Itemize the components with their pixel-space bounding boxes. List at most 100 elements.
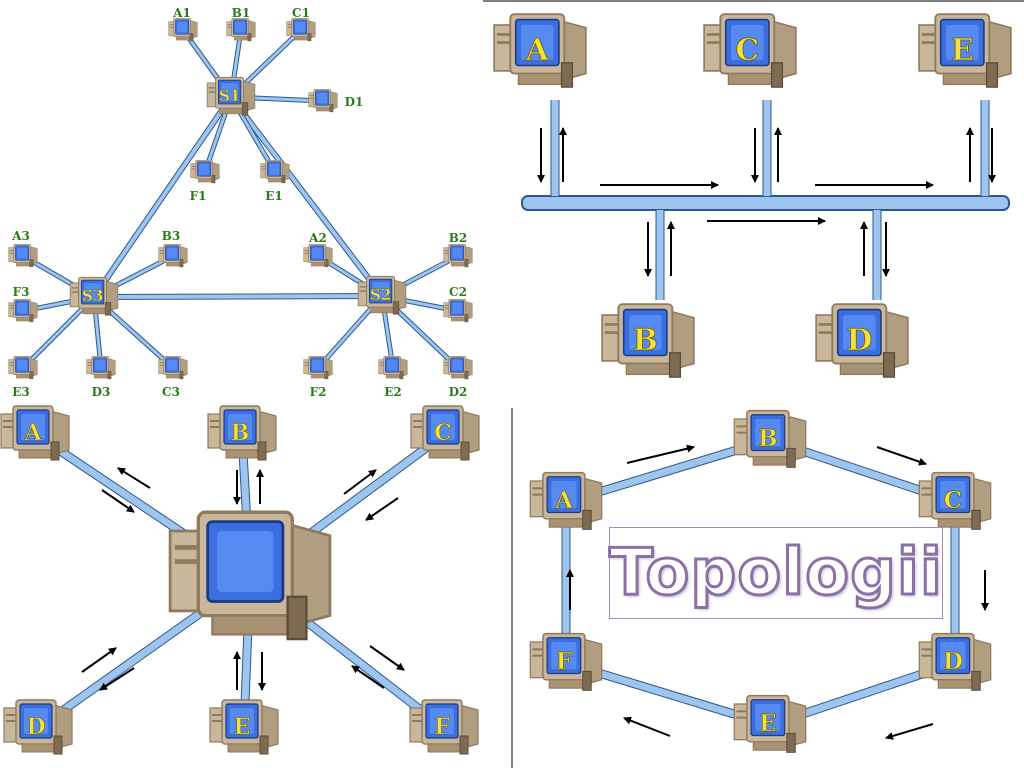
label-E2: E2 [384,385,402,399]
ring-letter-A: A [554,487,574,514]
arrow-star-D-in [81,647,117,673]
ring-letter-E: E [759,710,777,737]
label-C3: C3 [162,385,180,399]
ring-letter-F: F [556,648,573,675]
label-B2: B2 [449,231,468,245]
label-B3: B3 [162,229,181,243]
arrow-star-D-out [99,667,135,691]
ring-computer-A: A [529,471,603,530]
arrow-ring-E-F [623,716,671,737]
tree-client-F1 [190,159,220,184]
arrow-star-A-in [117,467,151,489]
label-E3: E3 [12,385,30,399]
ring-computer-F: F [529,632,603,691]
tree-client-F2 [303,355,333,380]
bus-computer-B: B [601,303,695,378]
arrow-star-F-out [369,645,405,671]
switch-label-S3: S3 [82,287,104,305]
tree-client-C2 [443,298,473,323]
tree-client-E2 [378,355,408,380]
star-computer-F: F [409,699,479,755]
star-letter-B: B [231,420,250,446]
tree-client-A3 [8,243,38,268]
tree-client-D1 [308,88,338,113]
ring-computer-B: B [733,409,807,468]
star-computer-D: D [3,699,73,755]
tree-client-A2 [303,243,333,268]
bus-computer-A: A [493,13,587,88]
arrow-ring-A-B [626,444,695,464]
label-D1: D1 [345,95,364,109]
cable-s1-s2 [228,95,385,298]
tree-client-D3 [86,355,116,380]
bus-computer-C: C [703,13,797,88]
tree-client-C1 [286,17,316,42]
star-computer-E: E [209,699,279,755]
label-A3: A3 [11,229,30,243]
star-letter-A: A [23,420,42,446]
arrow-star-C-out [343,469,377,495]
tree-client-E3 [8,355,38,380]
ring-computer-C: C [918,471,992,530]
cable-s1-s3 [91,95,234,299]
label-A2: A2 [308,231,327,245]
switch-label-S2: S2 [370,286,392,304]
bus-backbone [521,195,1010,211]
ring-letter-C: C [944,487,962,514]
star-letter-C: C [434,420,452,446]
bus-computer-D: D [815,303,909,378]
label-D3: D3 [92,385,111,399]
label-A1: A1 [172,6,191,20]
cable-layer [21,28,1010,732]
title-box: Topologii [608,527,943,619]
arrow-layer [81,127,996,740]
bus-letter-C: C [735,33,759,68]
label-C2: C2 [449,285,467,299]
switch-label-S1: S1 [219,87,241,105]
bus-letter-B: B [633,323,658,358]
tree-client-A1 [168,17,198,42]
arrow-star-F-in [351,665,385,689]
arrow-star-C-in [365,497,399,521]
tree-client-F3 [8,298,38,323]
tree-client-B1 [226,17,256,42]
arrow-ring-B-C [876,446,927,466]
label-B1: B1 [232,6,251,20]
arrow-star-A-out [101,489,135,513]
label-E1: E1 [265,189,283,203]
ring-letter-D: D [943,648,963,675]
tree-client-D2 [443,355,473,380]
tree-client-E1 [260,159,290,184]
ring-letter-B: B [758,425,778,452]
ring-computer-D: D [918,632,992,691]
cable-s3-s2 [93,293,383,300]
star-computer-A: A [0,405,70,461]
label-F2: F2 [310,385,327,399]
tree-client-B2 [443,243,473,268]
label-C1: C1 [292,6,310,20]
switch-S1: S1 [206,76,256,116]
cable-s3-E3 [21,295,96,370]
tree-client-C3 [158,355,188,380]
switch-S3: S3 [69,276,119,316]
tree-client-B3 [158,243,188,268]
diagram-title: Topologii [608,535,943,612]
star-letter-D: D [26,714,45,740]
label-F1: F1 [190,189,207,203]
bus-computer-E: E [918,13,1012,88]
bus-letter-A: A [525,33,550,68]
label-F3: F3 [13,285,30,299]
label-D2: D2 [449,385,468,399]
star-computer-C: C [410,405,480,461]
bus-letter-D: D [846,323,872,358]
star-letter-F: F [434,714,450,740]
arrow-ring-D-E [885,723,934,740]
star-hub [168,510,332,641]
bus-letter-E: E [951,33,974,68]
ring-computer-E: E [733,694,807,753]
switch-S2: S2 [357,275,407,315]
star-letter-E: E [234,714,251,740]
